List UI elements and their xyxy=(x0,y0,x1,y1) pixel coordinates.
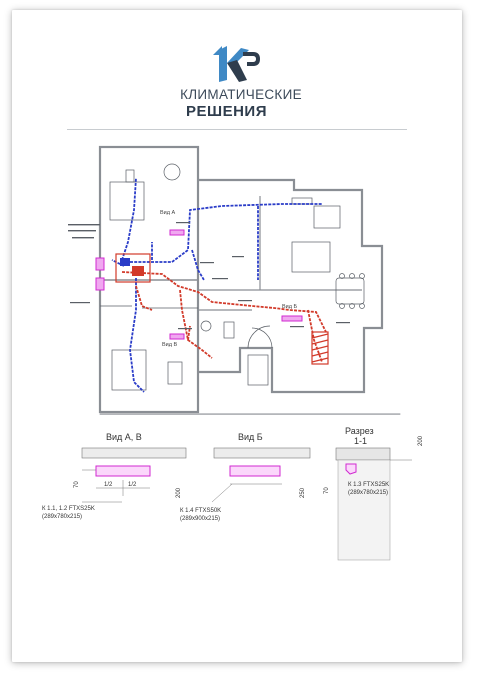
triangle-icon xyxy=(213,46,222,55)
section-title: Разрез xyxy=(345,426,374,436)
kr-logo-icon xyxy=(219,46,260,82)
unit-ab-size: (289х780х215) xyxy=(42,514,82,520)
detail-b-title: Вид Б xyxy=(238,432,263,442)
dim-ab-left: 70 xyxy=(74,481,80,488)
detail-section-1-1: Разрез 1-1 200 70 К 1.3 FTXS25K (289х780… xyxy=(324,426,424,561)
company-logo: КЛИМАТИЧЕСКИЕ РЕШЕНИЯ xyxy=(166,46,316,126)
detail-ab-title: Вид А, В xyxy=(106,432,142,442)
unit-ab-model: К 1.1, 1.2 FTXS25K xyxy=(42,506,95,512)
unit-section-model: К 1.3 FTXS25K xyxy=(348,482,389,488)
unit-section-size: (289х780х215) xyxy=(348,490,388,496)
plan-label-vid-b: Вид Б xyxy=(282,304,297,310)
brand-name-line1: КЛИМАТИЧЕСКИЕ xyxy=(180,87,302,102)
document-sheet: КЛИМАТИЧЕСКИЕ РЕШЕНИЯ xyxy=(12,10,462,662)
brand-name-line2: РЕШЕНИЯ xyxy=(186,103,267,120)
plan-label-vid-a: Вид А xyxy=(160,210,175,216)
unit-b-model: К 1.4 FTXS50K xyxy=(180,508,221,514)
hvac-floor-plan: Вид А Вид Б Вид В Вид А, В 1/2 1/2 70 20… xyxy=(42,145,424,561)
dim-b-right: 250 xyxy=(300,487,306,498)
dim-ab-right: 200 xyxy=(176,487,182,498)
detail-view-ab: Вид А, В 1/2 1/2 70 200 К 1.1, 1.2 FTXS2… xyxy=(42,432,187,520)
half-left: 1/2 xyxy=(104,482,113,488)
dim-section-left: 70 xyxy=(324,487,330,494)
plan-label-vid-v: Вид В xyxy=(162,342,177,348)
dim-section-top: 200 xyxy=(418,435,424,446)
detail-view-b: Вид Б 250 К 1.4 FTXS50K (289х900х215) xyxy=(180,432,311,522)
unit-b-size: (289х900х215) xyxy=(180,516,220,522)
half-right: 1/2 xyxy=(128,482,137,488)
header-divider xyxy=(67,129,407,130)
section-number: 1-1 xyxy=(354,436,367,446)
